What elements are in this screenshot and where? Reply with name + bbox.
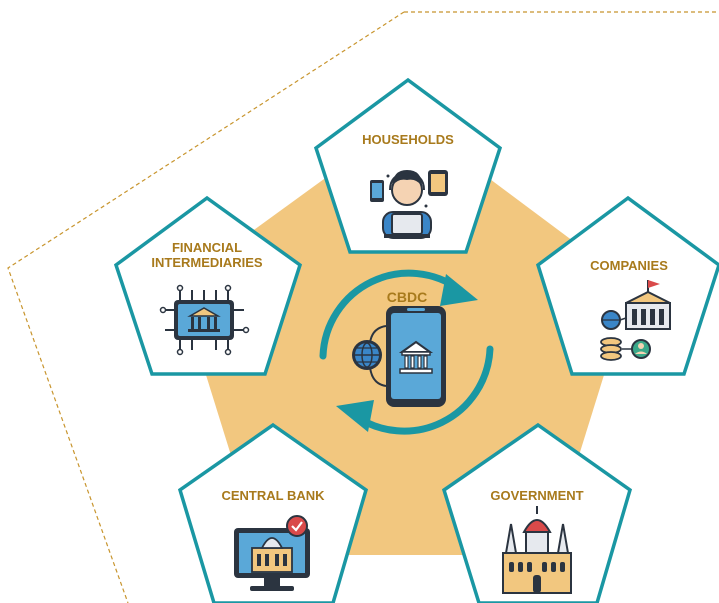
arrowhead-top-icon — [440, 274, 478, 306]
financial-intermediaries-label-line-1: FINANCIAL — [172, 240, 242, 255]
smartphone-icon — [386, 306, 446, 407]
companies-pentagon — [535, 195, 719, 376]
node-households[interactable]: HOUSEHOLDS — [313, 77, 503, 254]
globe-icon — [352, 340, 382, 370]
cbdc-center: CBDC — [319, 269, 494, 435]
company-building-network-icon — [600, 280, 671, 361]
bank-chip-icon — [159, 284, 250, 356]
node-financial-intermediaries[interactable]: FINANCIAL INTERMEDIARIES — [113, 195, 303, 376]
dashed-frame-line-diagonal — [7, 11, 405, 603]
circular-arrow-bottom-icon — [350, 345, 494, 435]
node-government[interactable]: GOVERNMENT — [441, 422, 633, 603]
financial-intermediaries-label-line-2: INTERMEDIARIES — [151, 255, 263, 270]
central-bank-label: CENTRAL BANK — [221, 488, 325, 503]
node-companies[interactable]: COMPANIES — [535, 195, 719, 376]
central-bank-pentagon — [177, 422, 369, 603]
financial-intermediaries-pentagon — [113, 195, 303, 376]
node-central-bank[interactable]: CENTRAL BANK — [177, 422, 369, 603]
parliament-building-icon — [502, 506, 572, 594]
households-pentagon — [313, 77, 503, 254]
arrowhead-bottom-icon — [336, 400, 374, 432]
person-with-laptop-and-devices-icon — [370, 170, 448, 239]
bank-icon — [398, 340, 434, 374]
cbdc-label: CBDC — [387, 289, 427, 305]
government-label: GOVERNMENT — [490, 488, 583, 503]
central-bank-monitor-icon — [234, 515, 310, 591]
companies-label: COMPANIES — [590, 258, 668, 273]
circular-arrow-top-icon — [319, 269, 464, 360]
households-label: HOUSEHOLDS — [362, 132, 454, 147]
